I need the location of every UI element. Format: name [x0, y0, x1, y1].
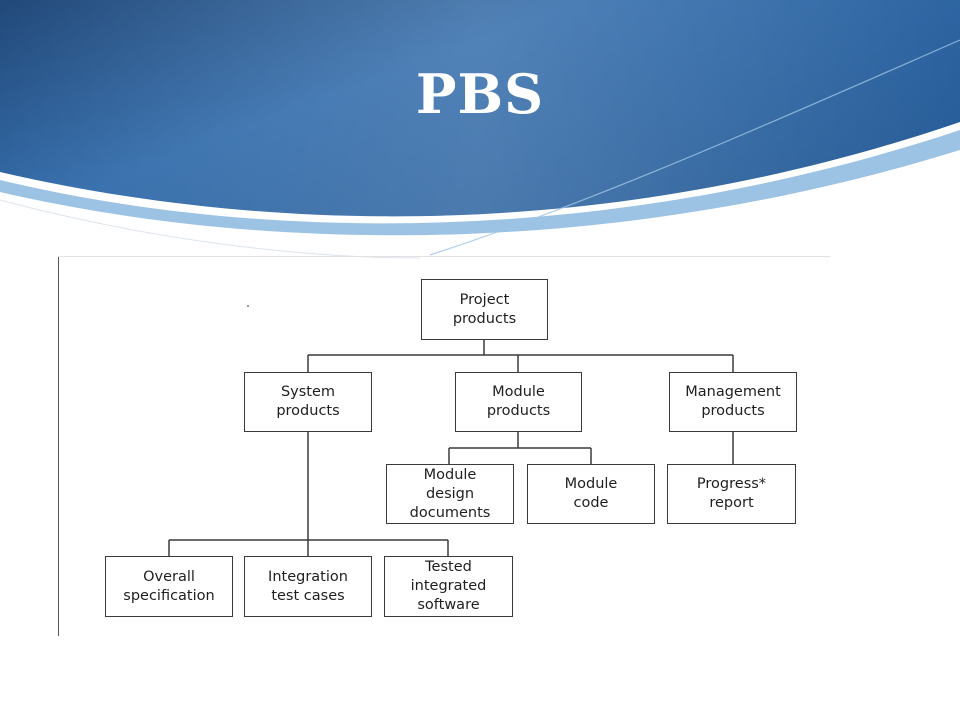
- scan-speck: [247, 305, 249, 307]
- node-module-code: Module code: [527, 464, 655, 524]
- node-overall-specification: Overall specification: [105, 556, 233, 617]
- title-banner: [0, 0, 960, 259]
- node-management-products: Management products: [669, 372, 797, 432]
- banner-sheen: [0, 0, 960, 217]
- banner-thin-curve: [429, 39, 960, 256]
- banner-light-swoosh: [0, 130, 960, 236]
- node-system-products: System products: [244, 372, 372, 432]
- pbs-figure: Project products System products Module …: [58, 256, 830, 636]
- slide-title: PBS: [415, 62, 545, 126]
- node-module-products: Module products: [455, 372, 582, 432]
- node-tested-integrated-software: Tested integrated software: [384, 556, 513, 617]
- node-project-products: Project products: [421, 279, 548, 340]
- node-integration-test-cases: Integration test cases: [244, 556, 372, 617]
- tree-connectors: [168, 340, 734, 556]
- node-module-design-documents: Module design documents: [386, 464, 514, 524]
- scan-top-edge: [58, 256, 830, 257]
- node-progress-report: Progress* report: [667, 464, 796, 524]
- scan-left-edge: [58, 256, 59, 636]
